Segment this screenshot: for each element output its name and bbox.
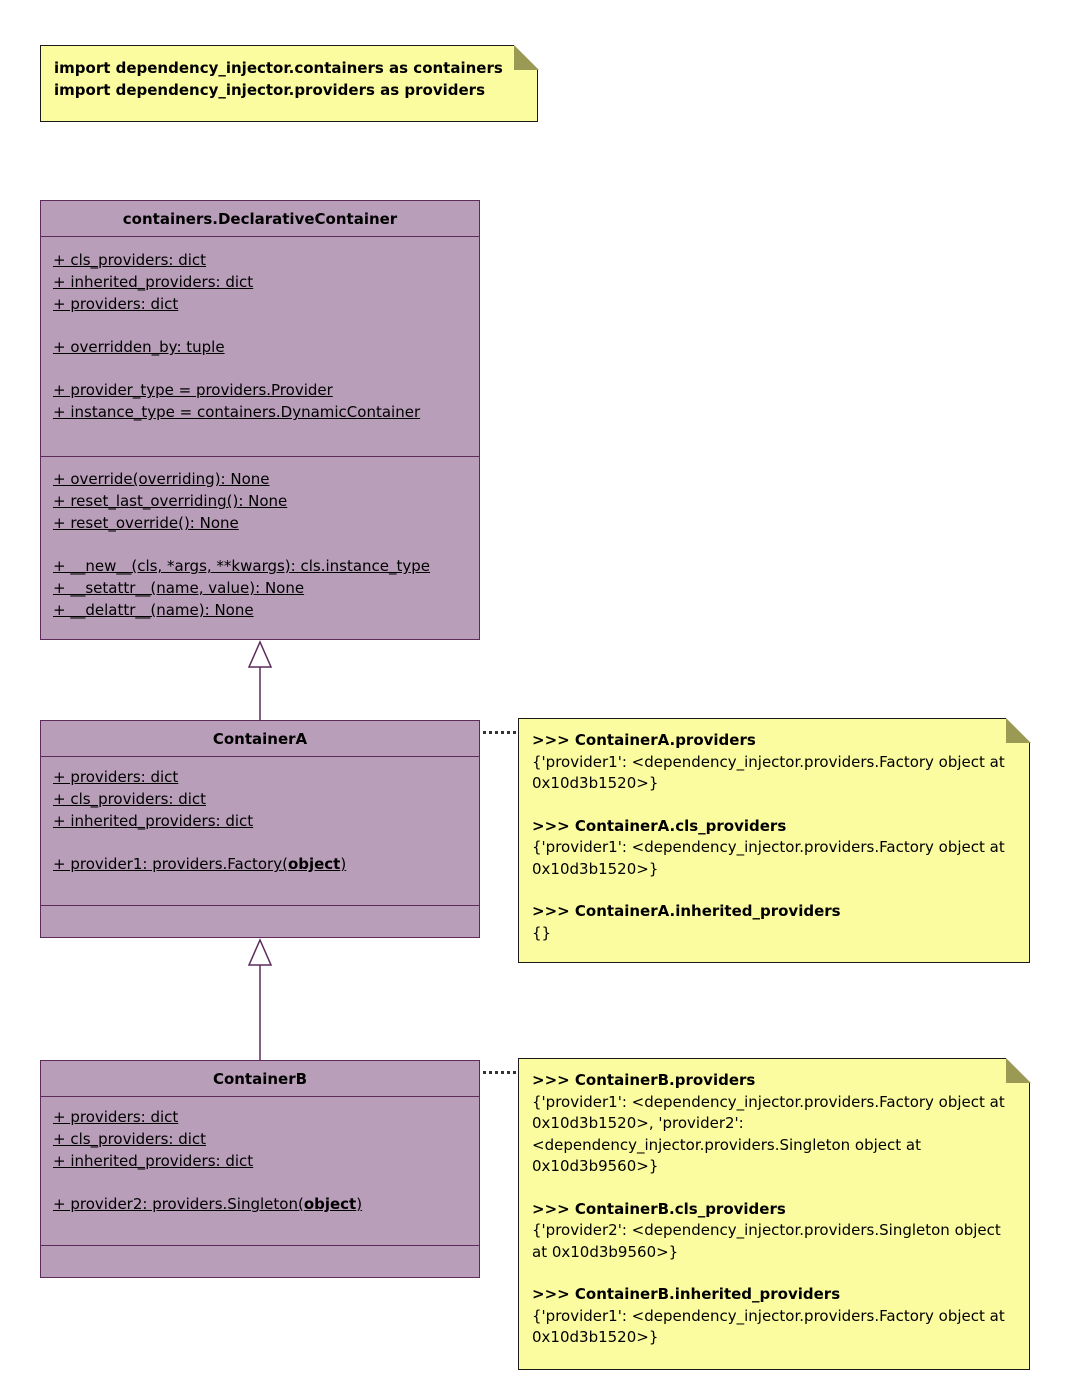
note-heading: >>> ContainerB.providers — [532, 1071, 756, 1089]
class-attribute: + overridden_by: tuple — [53, 338, 225, 356]
class-attribute: + providers: dict — [53, 295, 179, 313]
spacer — [41, 534, 479, 555]
note-heading: >>> ContainerA.providers — [532, 731, 756, 749]
import-line-1: import dependency_injector.containers as… — [54, 59, 503, 77]
note-body: {} — [532, 923, 552, 942]
spacer — [41, 832, 479, 853]
note-body: {'provider2': <dependency_injector.provi… — [532, 1221, 1001, 1261]
class-method: + __new__(cls, *args, **kwargs): cls.ins… — [53, 557, 431, 575]
note-heading: >>> ContainerA.inherited_providers — [532, 902, 841, 920]
class-container-a: ContainerA + providers: dict + cls_provi… — [40, 720, 480, 938]
note-link-a — [483, 731, 516, 734]
note-entry: >>> ContainerB.cls_providers {'provider2… — [532, 1199, 1016, 1264]
inheritance-arrow-a-to-declarative — [247, 640, 273, 721]
class-attribute: + instance_type = containers.DynamicCont… — [53, 403, 421, 421]
class-title: containers.DeclarativeContainer — [41, 201, 479, 237]
class-attribute-provider2: + provider2: providers.Singleton(object) — [41, 1193, 479, 1215]
class-method: + override(overriding): None — [53, 470, 270, 488]
class-method: + __delattr__(name): None — [53, 601, 254, 619]
class-attribute: + cls_providers: dict — [53, 251, 207, 269]
note-body: {'provider1': <dependency_injector.provi… — [532, 1092, 1005, 1176]
methods-compartment-empty — [41, 1245, 479, 1277]
class-attribute: + inherited_providers: dict — [53, 812, 254, 830]
class-method: + reset_last_overriding(): None — [53, 492, 288, 510]
inheritance-arrow-b-to-a — [247, 938, 273, 1060]
spacer — [41, 315, 479, 336]
class-attribute: + providers: dict — [53, 768, 179, 786]
class-title: ContainerA — [41, 721, 479, 757]
container-b-note: >>> ContainerB.providers {'provider1': <… — [518, 1057, 1031, 1370]
note-entry: >>> ContainerA.cls_providers {'provider1… — [532, 816, 1016, 881]
note-link-b — [483, 1071, 516, 1074]
note-entry: >>> ContainerA.inherited_providers {} — [532, 901, 1016, 944]
note-entry: >>> ContainerB.providers {'provider1': <… — [532, 1070, 1016, 1178]
note-entry: >>> ContainerA.providers {'provider1': <… — [532, 730, 1016, 795]
attr-text: + provider1: providers.Factory( — [53, 855, 288, 873]
attr-text: + provider2: providers.Singleton( — [53, 1195, 304, 1213]
class-attribute: + cls_providers: dict — [53, 790, 207, 808]
note-heading: >>> ContainerB.cls_providers — [532, 1199, 786, 1218]
class-container-b: ContainerB + providers: dict + cls_provi… — [40, 1060, 480, 1278]
attributes-compartment: + providers: dict + cls_providers: dict … — [41, 757, 479, 905]
attr-text: ) — [340, 855, 347, 873]
note-heading: >>> ContainerA.cls_providers — [532, 816, 787, 835]
class-attribute-provider1: + provider1: providers.Factory(object) — [41, 853, 479, 875]
class-declarative-container: containers.DeclarativeContainer + cls_pr… — [40, 200, 480, 640]
attr-bold-object: object — [287, 855, 341, 873]
import-note: import dependency_injector.containers as… — [40, 44, 539, 122]
attr-bold-object: object — [303, 1195, 357, 1213]
spacer — [41, 358, 479, 379]
note-entry: >>> ContainerB.inherited_providers {'pro… — [532, 1284, 1016, 1349]
class-method: + __setattr__(name, value): None — [53, 579, 305, 597]
class-attribute: + providers: dict — [53, 1108, 179, 1126]
class-attribute: + provider_type = providers.Provider — [53, 381, 333, 399]
methods-compartment: + override(overriding): None + reset_las… — [41, 456, 479, 639]
note-heading: >>> ContainerB.inherited_providers — [532, 1285, 841, 1303]
class-attribute: + cls_providers: dict — [53, 1130, 207, 1148]
attr-text: ) — [356, 1195, 363, 1213]
note-body: {'provider1': <dependency_injector.provi… — [532, 838, 1005, 878]
note-body: {'provider1': <dependency_injector.provi… — [532, 1306, 1005, 1347]
class-attribute: + inherited_providers: dict — [53, 1152, 254, 1170]
attributes-compartment: + cls_providers: dict + inherited_provid… — [41, 237, 479, 456]
spacer — [41, 1172, 479, 1193]
methods-compartment-empty — [41, 905, 479, 937]
class-method: + reset_override(): None — [53, 514, 239, 532]
class-attribute: + inherited_providers: dict — [53, 273, 254, 291]
attributes-compartment: + providers: dict + cls_providers: dict … — [41, 1097, 479, 1245]
import-line-2: import dependency_injector.providers as … — [54, 81, 486, 99]
class-title: ContainerB — [41, 1061, 479, 1097]
note-body: {'provider1': <dependency_injector.provi… — [532, 752, 1005, 793]
container-a-note: >>> ContainerA.providers {'provider1': <… — [518, 717, 1031, 963]
